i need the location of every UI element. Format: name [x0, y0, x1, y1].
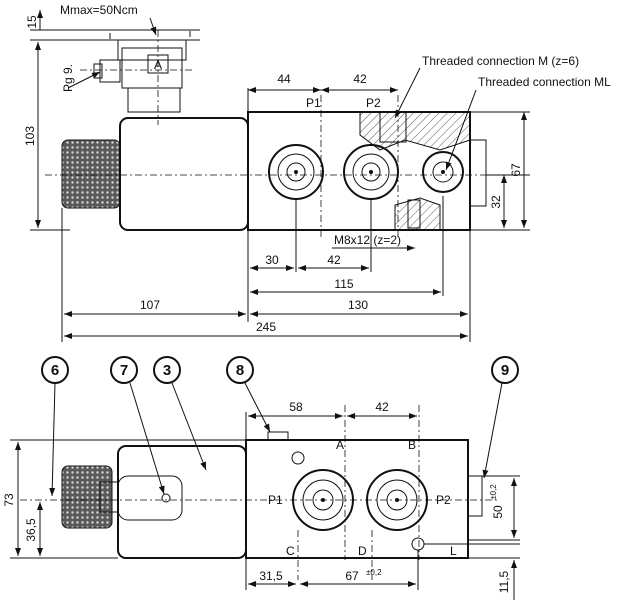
section-hatch-lower — [394, 197, 441, 231]
dim-42-bottom-label: 42 — [327, 253, 341, 267]
dim-50-tolerance: ±0,2 — [489, 484, 498, 500]
mount-hole-top-left — [291, 451, 305, 465]
label-a: A — [336, 438, 344, 452]
port-p2-label: P2 — [366, 96, 381, 110]
label-c: C — [286, 544, 295, 558]
port-p1-top — [268, 144, 324, 200]
port-p1-label: P1 — [306, 96, 321, 110]
connector-plug: A — [80, 29, 195, 125]
svg-text:9: 9 — [501, 362, 509, 379]
dim-67-tolerance: ±0,2 — [366, 568, 382, 577]
dim-50-label: 50 — [491, 505, 505, 519]
dim-42-top-label: 42 — [353, 72, 367, 86]
mmax-label: Mmax=50Ncm — [60, 3, 138, 17]
port-p1-bottom — [292, 469, 354, 531]
callout-8: 8 — [226, 356, 271, 433]
label-p1: P1 — [268, 493, 283, 507]
port-ml-top — [422, 151, 464, 193]
dim-15-label: 15 — [25, 15, 39, 29]
label-d: D — [358, 544, 367, 558]
dim-130-label: 130 — [348, 298, 368, 312]
threaded-ml-label: Threaded connection ML — [478, 75, 611, 89]
dim-103-label: 103 — [23, 126, 37, 146]
label-p2: P2 — [436, 493, 451, 507]
svg-text:6: 6 — [51, 362, 59, 379]
dim-32-label: 32 — [489, 195, 503, 209]
dim-107-label: 107 — [140, 298, 160, 312]
section-hatch-upper — [359, 111, 471, 151]
dim-42-label: 42 — [375, 400, 389, 414]
dim-245-label: 245 — [256, 320, 276, 334]
bottom-view: 6 7 3 8 9 — [2, 356, 520, 600]
dim-30-label: 30 — [265, 253, 279, 267]
svg-text:3: 3 — [163, 362, 171, 379]
dim-11-5-label: 11,5 — [497, 570, 511, 593]
dim-73-label: 73 — [2, 493, 16, 507]
dim-31-5-label: 31,5 — [259, 569, 283, 583]
port-p2-top — [343, 144, 399, 200]
pg-label: Pg 9. — [61, 64, 75, 92]
dim-67-right-label: 67 — [509, 163, 523, 177]
port-p2-bottom — [366, 469, 428, 531]
solenoid-coil — [119, 117, 249, 231]
connector-base-bottom — [117, 475, 183, 521]
callout-3: 3 — [153, 356, 207, 471]
manual-knob-knurl — [61, 139, 121, 209]
dim-58-label: 58 — [289, 400, 303, 414]
top-view: 15 103 Mmax=50Ncm A Pg 9. — [23, 3, 611, 342]
dim-36-5-label: 36,5 — [24, 518, 38, 542]
svg-text:8: 8 — [236, 362, 244, 379]
dim-115-label: 115 — [334, 277, 353, 291]
manual-knob-knurl-bottom — [61, 465, 113, 529]
svg-text:7: 7 — [120, 362, 128, 379]
dim-103: 103 — [23, 42, 70, 231]
label-b: B — [408, 438, 416, 452]
callout-9: 9 — [482, 356, 519, 479]
dim-44-label: 44 — [277, 72, 291, 86]
dim-67-label: 67 — [345, 569, 359, 583]
mount-hole-bottom-right — [411, 537, 425, 551]
m8-label: M8x12 (z=2) — [334, 233, 401, 247]
threaded-m-label: Threaded connection M (z=6) — [422, 54, 579, 68]
label-l: L — [450, 544, 457, 558]
